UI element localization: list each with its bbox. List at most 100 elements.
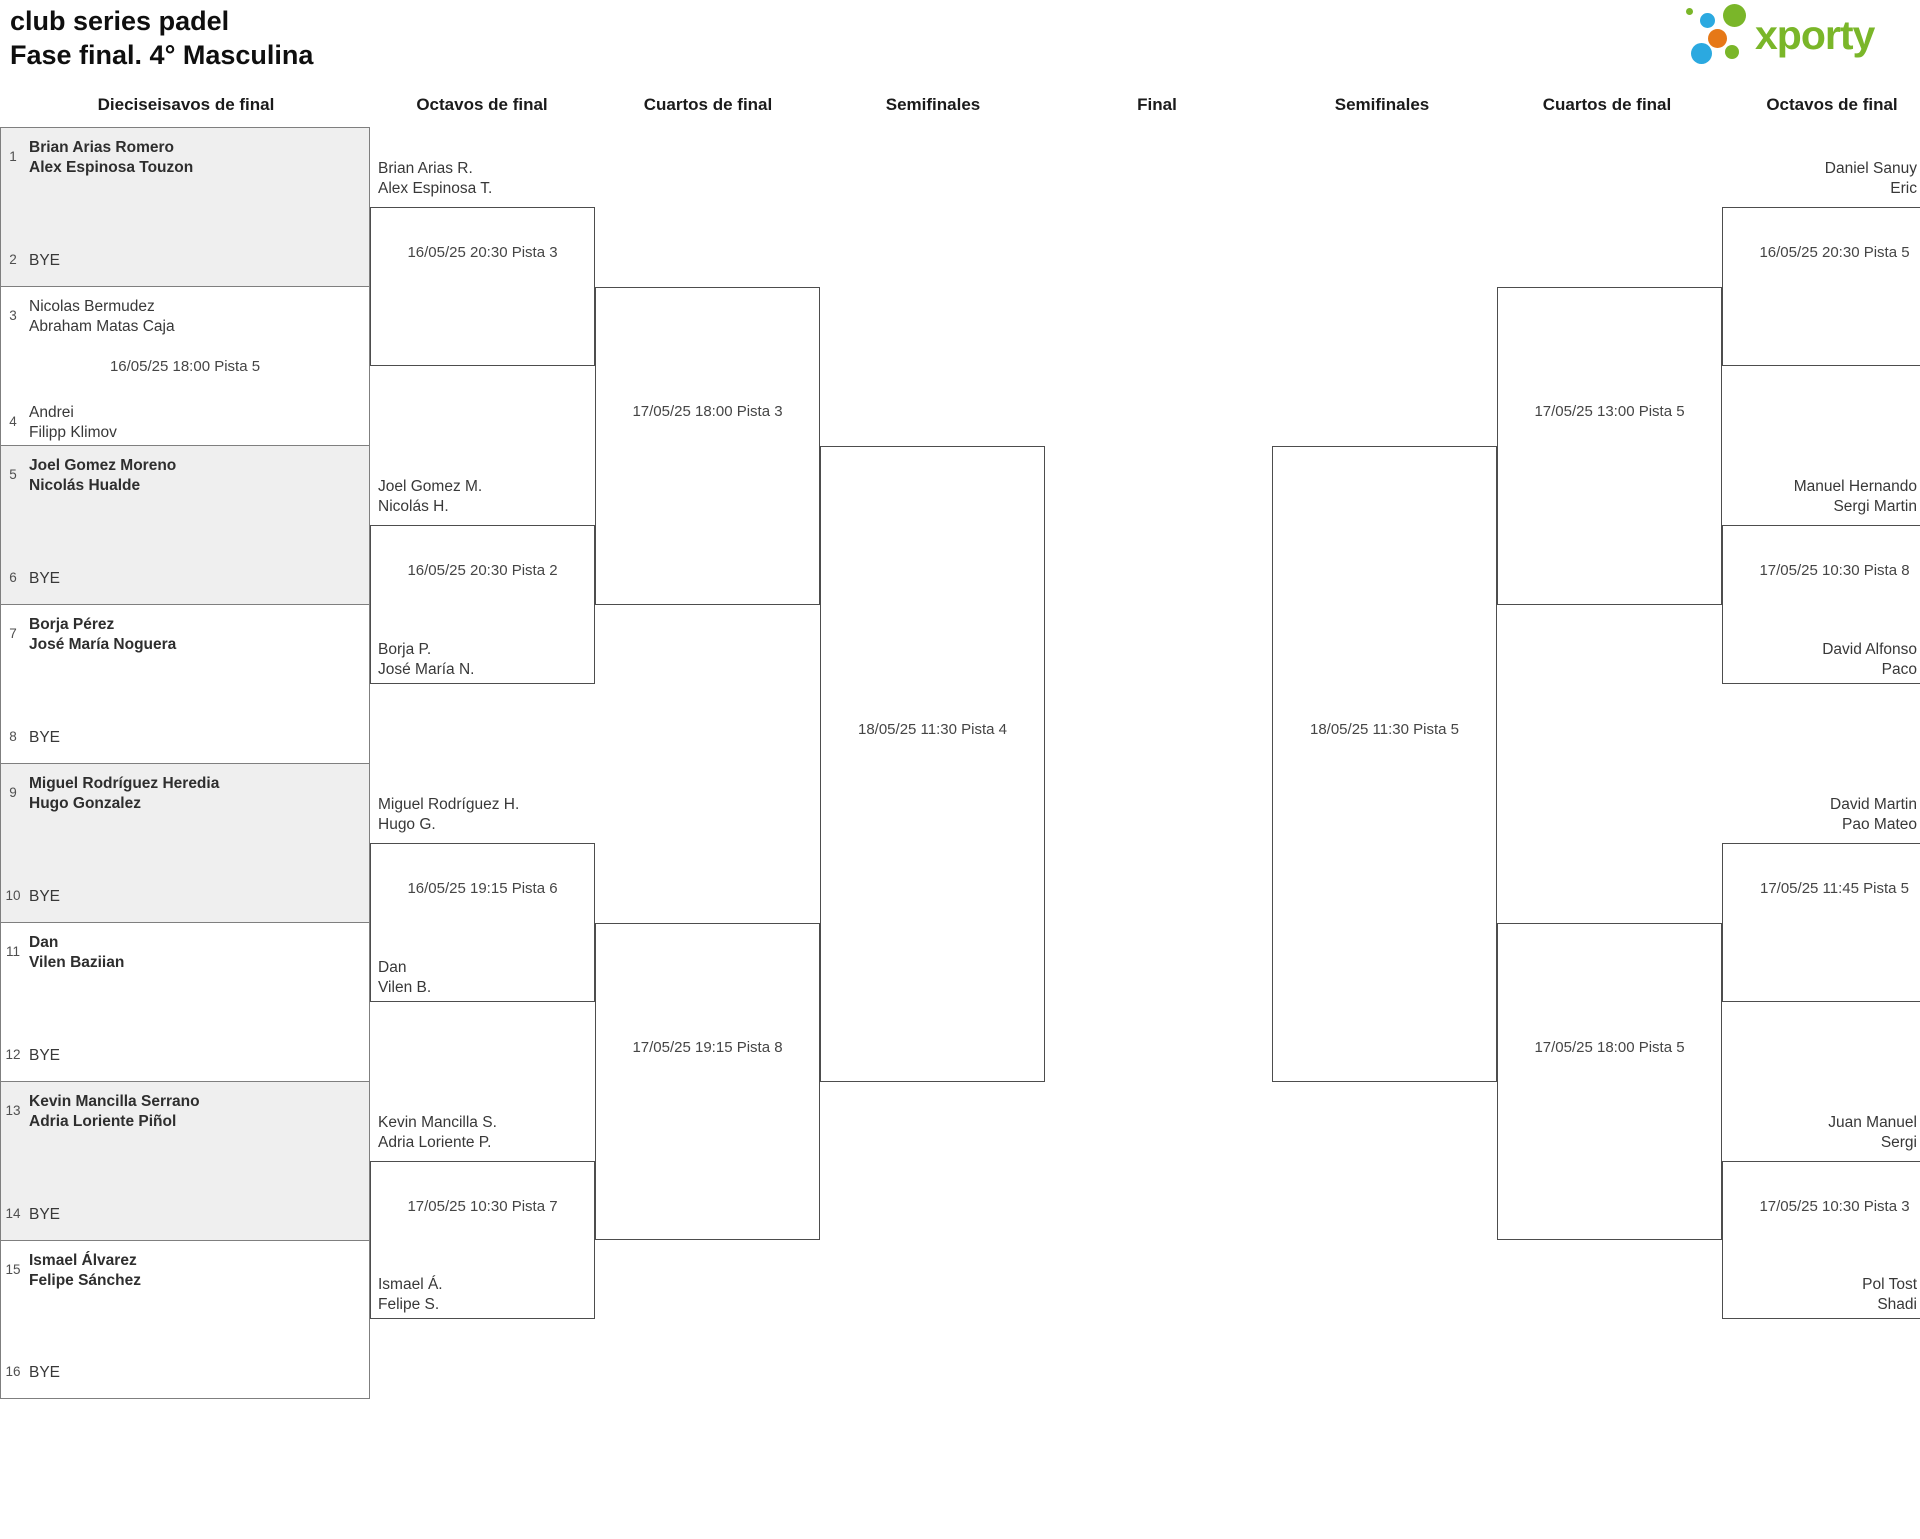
octavos-right-2-bottom-team[interactable]: David Alfonso Paco: [1822, 640, 1917, 680]
match-schedule: 16/05/25 18:00 Pista 5: [109, 358, 261, 375]
match-schedule: 17/05/25 13:00 Pista 5: [1534, 403, 1685, 420]
player-name: Daniel Sanuy: [1824, 160, 1917, 177]
team-names[interactable]: Miguel Rodríguez Heredia Hugo Gonzalez: [29, 774, 219, 814]
tournament-name: club series padel: [10, 6, 230, 36]
seed-number: 15: [5, 1262, 21, 1277]
octavos-left-4-top-team[interactable]: Kevin Mancilla S. Adria Loriente P.: [378, 1113, 497, 1153]
match-octavos-left-1[interactable]: 16/05/25 20:30 Pista 3: [370, 207, 595, 366]
player-name: Nicolás Hualde: [29, 477, 141, 494]
octavos-left-1-top-team[interactable]: Brian Arias R. Alex Espinosa T.: [378, 159, 492, 199]
player-name: David Martin: [1830, 796, 1917, 813]
player-name: Filipp Klimov: [29, 424, 117, 441]
match-octavos-right-2[interactable]: 17/05/25 10:30 Pista 8: [1722, 525, 1920, 684]
octavos-left-4-bottom-team[interactable]: Ismael Á. Felipe S.: [378, 1275, 443, 1315]
match-box-seeds-3-4[interactable]: 3 Nicolas Bermudez Abraham Matas Caja 16…: [0, 286, 370, 446]
match-box-seeds-9-10[interactable]: 9 Miguel Rodríguez Heredia Hugo Gonzalez…: [0, 763, 370, 923]
player-name: Felipe S.: [378, 1296, 440, 1313]
match-schedule: 17/05/25 19:15 Pista 8: [632, 1039, 783, 1056]
page-title: club series padel Fase final. 4° Masculi…: [10, 4, 313, 72]
player-name: Dan: [29, 934, 59, 951]
match-cuartos-right-2[interactable]: 17/05/25 18:00 Pista 5: [1497, 923, 1722, 1240]
match-octavos-right-3[interactable]: 17/05/25 11:45 Pista 5: [1722, 843, 1920, 1002]
bye-label: BYE: [29, 570, 61, 587]
octavos-right-3-top-team[interactable]: David Martin Pao Mateo: [1830, 795, 1917, 835]
player-name: Abraham Matas Caja: [29, 318, 175, 335]
player-name: Joel Gomez Moreno: [29, 457, 177, 474]
match-semifinal-right[interactable]: 18/05/25 11:30 Pista 5: [1272, 446, 1497, 1082]
match-cuartos-left-2[interactable]: 17/05/25 19:15 Pista 8: [595, 923, 820, 1240]
team-names[interactable]: Joel Gomez Moreno Nicolás Hualde: [29, 456, 176, 496]
match-box-seeds-1-2[interactable]: 1 Brian Arias Romero Alex Espinosa Touzo…: [0, 127, 370, 287]
match-octavos-left-4[interactable]: 17/05/25 10:30 Pista 7: [370, 1161, 595, 1319]
octavos-left-3-top-team[interactable]: Miguel Rodríguez H. Hugo G.: [378, 795, 519, 835]
bye-label: BYE: [29, 1047, 61, 1064]
match-schedule: 17/05/25 10:30 Pista 7: [407, 1198, 558, 1215]
round-header-octavos-right: Octavos de final: [1766, 95, 1898, 114]
player-name: Felipe Sánchez: [29, 1272, 141, 1289]
player-name: Joel Gomez M.: [378, 478, 483, 495]
seed-number: 2: [9, 252, 17, 267]
bye-label: BYE: [29, 888, 61, 905]
match-cuartos-right-1[interactable]: 17/05/25 13:00 Pista 5: [1497, 287, 1722, 605]
match-box-seeds-5-6[interactable]: 5 Joel Gomez Moreno Nicolás Hualde 6 BYE: [0, 445, 370, 605]
player-name: Eric: [1890, 180, 1917, 197]
logo-dot-icon: [1725, 45, 1739, 59]
logo-dot-icon: [1691, 43, 1712, 64]
match-octavos-left-3[interactable]: 16/05/25 19:15 Pista 6: [370, 843, 595, 1002]
seed-number: 4: [9, 414, 17, 429]
match-schedule: 17/05/25 11:45 Pista 5: [1759, 880, 1909, 897]
logo-dot-icon: [1708, 29, 1727, 48]
octavos-right-4-top-team[interactable]: Juan Manuel Sergi: [1828, 1113, 1917, 1153]
team-names[interactable]: Kevin Mancilla Serrano Adria Loriente Pi…: [29, 1092, 200, 1132]
team-names[interactable]: Andrei Filipp Klimov: [29, 403, 117, 443]
match-octavos-right-4[interactable]: 17/05/25 10:30 Pista 3: [1722, 1161, 1920, 1319]
player-name: Adria Loriente P.: [378, 1134, 492, 1151]
seed-number: 10: [5, 888, 21, 903]
match-box-seeds-15-16[interactable]: 15 Ismael Álvarez Felipe Sánchez 16 BYE: [0, 1240, 370, 1399]
match-semifinal-left[interactable]: 18/05/25 11:30 Pista 4: [820, 446, 1045, 1082]
seed-number: 9: [9, 785, 17, 800]
match-box-seeds-11-12[interactable]: 11 Dan Vilen Baziian 12 BYE: [0, 922, 370, 1082]
player-name: Andrei: [29, 404, 74, 421]
player-name: Hugo Gonzalez: [29, 795, 141, 812]
octavos-left-2-top-team[interactable]: Joel Gomez M. Nicolás H.: [378, 477, 482, 517]
bye-label: BYE: [29, 1364, 61, 1381]
octavos-right-4-bottom-team[interactable]: Pol Tost Shadi: [1862, 1275, 1917, 1315]
player-name: Hugo G.: [378, 816, 436, 833]
seed-number: 5: [9, 467, 17, 482]
team-names[interactable]: Brian Arias Romero Alex Espinosa Touzon: [29, 138, 193, 178]
seed-number: 16: [5, 1364, 21, 1379]
team-names[interactable]: Dan Vilen Baziian: [29, 933, 124, 973]
player-name: Pol Tost: [1862, 1276, 1917, 1293]
player-name: Kevin Mancilla Serrano: [29, 1093, 200, 1110]
player-name: José María N.: [378, 661, 475, 678]
logo-dot-icon: [1723, 4, 1746, 27]
player-name: Nicolás H.: [378, 498, 449, 515]
player-name: Paco: [1881, 661, 1917, 678]
team-names[interactable]: Nicolas Bermudez Abraham Matas Caja: [29, 297, 175, 337]
seed-number: 3: [9, 308, 17, 323]
team-names[interactable]: Ismael Álvarez Felipe Sánchez: [29, 1251, 141, 1291]
octavos-left-3-bottom-team[interactable]: Dan Vilen B.: [378, 958, 431, 998]
round-header-octavos-left: Octavos de final: [416, 95, 548, 114]
player-name: Ismael Á.: [378, 1276, 443, 1293]
match-schedule: 18/05/25 11:30 Pista 4: [857, 721, 1007, 738]
match-octavos-right-1[interactable]: 16/05/25 20:30 Pista 5: [1722, 207, 1920, 366]
player-name: Alex Espinosa Touzon: [29, 159, 194, 176]
team-names[interactable]: Borja Pérez José María Noguera: [29, 615, 176, 655]
seed-number: 7: [9, 626, 17, 641]
seed-number: 1: [9, 149, 17, 164]
match-octavos-left-2[interactable]: 16/05/25 20:30 Pista 2: [370, 525, 595, 684]
octavos-right-1-top-team[interactable]: Daniel Sanuy Eric: [1825, 159, 1917, 199]
phase-category: Fase final. 4° Masculina: [10, 40, 314, 70]
player-name: Brian Arias Romero: [29, 139, 174, 156]
match-box-seeds-7-8[interactable]: 7 Borja Pérez José María Noguera 8 BYE: [0, 604, 370, 764]
seed-number: 14: [5, 1206, 21, 1221]
octavos-left-2-bottom-team[interactable]: Borja P. José María N.: [378, 640, 474, 680]
octavos-right-2-top-team[interactable]: Manuel Hernando Sergi Martin: [1794, 477, 1917, 517]
match-cuartos-left-1[interactable]: 17/05/25 18:00 Pista 3: [595, 287, 820, 605]
player-name: Dan: [378, 959, 407, 976]
match-box-seeds-13-14[interactable]: 13 Kevin Mancilla Serrano Adria Loriente…: [0, 1081, 370, 1241]
round-header-final: Final: [1137, 95, 1177, 114]
player-name: Juan Manuel: [1828, 1114, 1917, 1131]
